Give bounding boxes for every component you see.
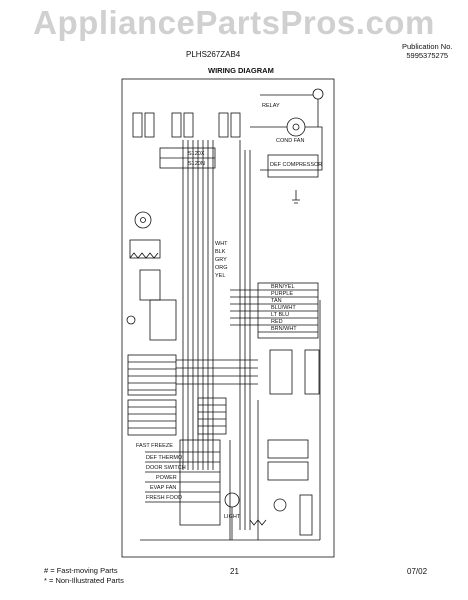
wire-brn-yel: BRN/YEL bbox=[271, 284, 295, 290]
cond-fan-label: COND FAN bbox=[276, 138, 304, 144]
publication-label: Publication No. bbox=[402, 42, 453, 51]
board-input-wires bbox=[145, 451, 180, 503]
fresh-food-label: FRESH FOOD bbox=[146, 495, 182, 501]
switch-pair-2 bbox=[267, 461, 309, 481]
switch-block-5 bbox=[218, 112, 229, 138]
switch-block-3 bbox=[171, 112, 182, 138]
wire-lt-blu: LT BLU bbox=[271, 312, 289, 318]
ice-motor bbox=[273, 498, 287, 512]
bus-wires-left bbox=[182, 140, 214, 470]
bus-wires-right bbox=[239, 140, 251, 530]
cond-fan-motor bbox=[286, 117, 306, 137]
publication-date: 07/02 bbox=[407, 567, 428, 576]
light-bulb bbox=[224, 492, 240, 508]
switch-pair-1 bbox=[267, 439, 309, 459]
ground-symbol bbox=[292, 190, 300, 204]
watermark: AppliancePartsPros.com bbox=[33, 4, 435, 41]
connector-group-a bbox=[127, 354, 177, 396]
wire-blk: BLK bbox=[215, 249, 226, 255]
power-label: POWER bbox=[156, 475, 177, 481]
connector-group-b bbox=[127, 399, 177, 436]
switch-block-6 bbox=[230, 112, 241, 138]
model-number: PLHS267ZAB4 bbox=[186, 50, 241, 59]
switch-block-4 bbox=[183, 112, 194, 138]
evap-fan-label: EVAP FAN bbox=[150, 485, 176, 491]
heater-coil bbox=[129, 252, 159, 259]
wire-purple: PURPLE bbox=[271, 291, 293, 297]
light-label: LIGHT bbox=[224, 514, 241, 520]
dispenser-switch bbox=[304, 349, 320, 395]
wire-org: ORG bbox=[215, 265, 228, 271]
legend-non-illustrated: * = Non-Illustrated Parts bbox=[44, 576, 124, 585]
relay-label: RELAY bbox=[262, 103, 280, 109]
diagram-frame bbox=[121, 78, 335, 558]
lower-right-module bbox=[299, 494, 313, 536]
wire-yel: YEL bbox=[215, 273, 225, 279]
switch-block-2 bbox=[144, 112, 155, 138]
mid-wires bbox=[176, 359, 258, 385]
relay-terminal bbox=[312, 88, 324, 100]
evap-fan-motor bbox=[134, 211, 152, 229]
publication-block: Publication No. 5995375275 bbox=[402, 42, 452, 60]
control-board bbox=[179, 439, 221, 526]
wire-red: RED bbox=[271, 319, 283, 325]
dispenser-harness bbox=[257, 282, 319, 339]
dispenser-module bbox=[269, 349, 293, 395]
s120n-label: S120N bbox=[188, 161, 205, 167]
wire-wht: WHT bbox=[215, 241, 228, 247]
harness-connector-2 bbox=[149, 299, 177, 341]
heater-block bbox=[129, 239, 161, 259]
center-connector bbox=[197, 397, 227, 435]
door-switch-label: DOOR SWITCH bbox=[146, 465, 186, 471]
diagram-title: WIRING DIAGRAM bbox=[208, 66, 274, 75]
sensor-terminal bbox=[126, 315, 136, 325]
wire-tan: TAN bbox=[271, 298, 282, 304]
def-thermo-label: DEF THERMO bbox=[146, 455, 183, 461]
wire-blu-wht: BLU/WHT bbox=[271, 305, 296, 311]
fast-freeze-label: FAST FREEZE bbox=[136, 443, 173, 449]
compressor-box bbox=[267, 154, 319, 178]
harness-connector-1 bbox=[139, 269, 161, 301]
def-compressor-label: DEF COMPRESSOR bbox=[270, 162, 322, 168]
wire-brn-wht: BRN/WHT bbox=[271, 326, 297, 332]
publication-number: 5995375275 bbox=[406, 51, 449, 60]
wire-gry: GRY bbox=[215, 257, 227, 263]
page-number: 21 bbox=[230, 567, 239, 576]
legend-fast-moving: # = Fast-moving Parts bbox=[44, 566, 118, 575]
s120x-label: S120X bbox=[188, 151, 205, 157]
switch-block-1 bbox=[132, 112, 143, 138]
